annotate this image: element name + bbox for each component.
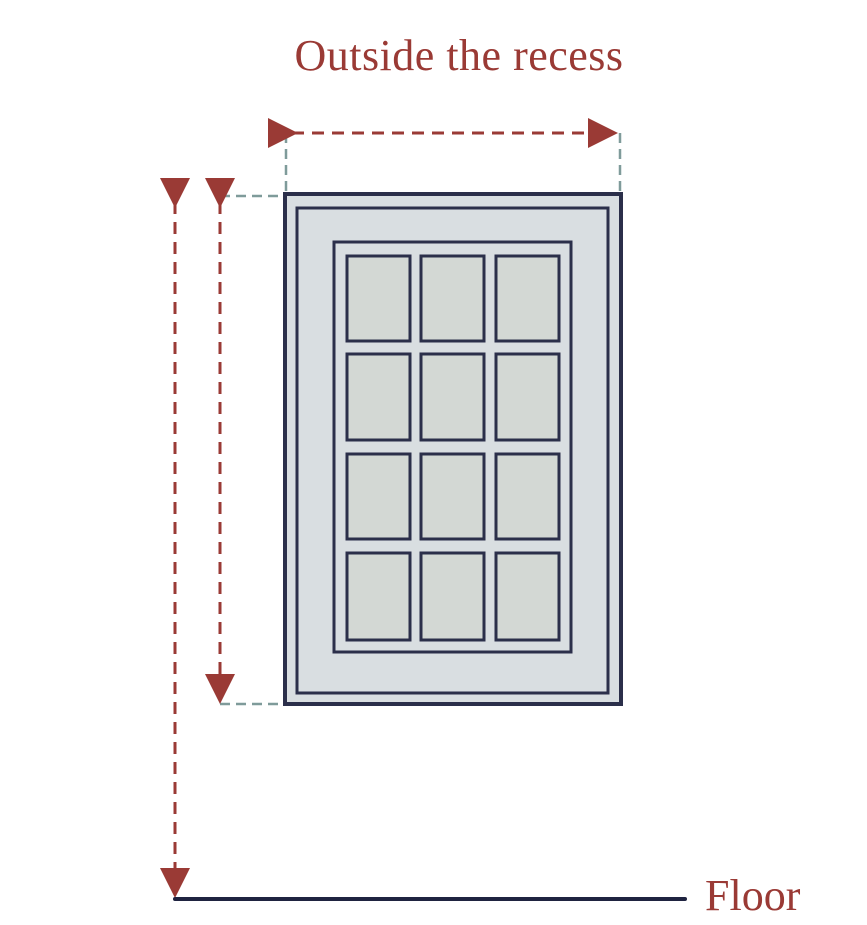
window-pane	[494, 352, 561, 442]
window-pane	[494, 254, 561, 343]
window-inner-frame	[295, 206, 610, 695]
window-pane	[345, 452, 412, 541]
window-pane	[345, 551, 412, 642]
window-pane	[345, 352, 412, 442]
window-icon	[283, 192, 623, 706]
window-pane	[419, 254, 486, 343]
window-pane	[419, 352, 486, 442]
window-pane	[345, 254, 412, 343]
window-pane	[419, 452, 486, 541]
window-pane	[494, 551, 561, 642]
window-pane	[494, 452, 561, 541]
window-panes	[345, 254, 561, 642]
floor-label: Floor	[705, 871, 801, 920]
diagram-title: Outside the recess	[294, 31, 624, 80]
window-pane	[419, 551, 486, 642]
